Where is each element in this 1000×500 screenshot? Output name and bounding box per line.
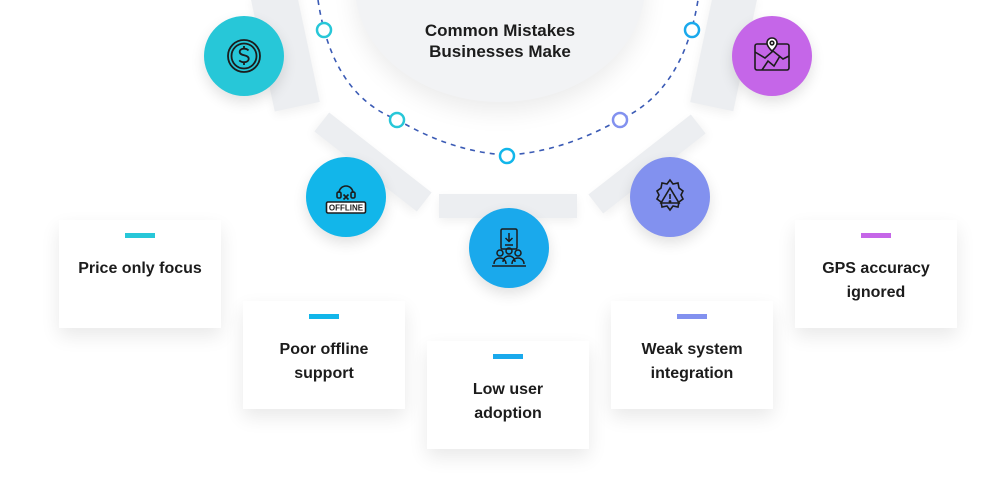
arc-node-1 [315,21,333,39]
arc-node-4 [611,111,629,129]
circle-integration [630,157,710,237]
circle-offline: OFFLINE [306,157,386,237]
arc-node-5 [683,21,701,39]
card-label: Low user adoption [472,381,544,422]
arc-node-2 [388,111,406,129]
card-accent-bar [861,233,891,238]
card-weak-system-integration: Weak system integration [611,301,773,409]
user-group-download-icon [492,228,526,267]
card-low-user-adoption: Low user adoption [427,341,589,449]
card-label: Price only focus [78,260,202,277]
dollar-coin-icon [227,39,261,73]
card-price-only-focus: Price only focus [59,220,221,328]
circle-price [204,16,284,96]
card-label: Weak system integration [641,341,743,382]
offline-badge-text: OFFLINE [329,204,364,213]
arc-node-3 [498,147,516,165]
title-line-1: Common Mistakes [424,21,576,40]
offline-headset-icon: OFFLINE [325,185,367,214]
card-accent-bar [125,233,155,238]
gear-warning-icon [655,178,685,212]
circle-adoption [469,208,549,288]
diagram-title: Common Mistakes Businesses Make [380,20,620,62]
card-accent-bar [677,314,707,319]
card-label: GPS accuracy ignored [822,260,930,301]
card-label: Poor offline support [279,341,369,382]
circle-gps [732,16,812,96]
map-pin-icon [754,37,790,71]
card-poor-offline-support: Poor offline support [243,301,405,409]
card-accent-bar [309,314,339,319]
card-gps-accuracy-ignored: GPS accuracy ignored [795,220,957,328]
title-line-2: Businesses Make [429,42,571,61]
card-accent-bar [493,354,523,359]
